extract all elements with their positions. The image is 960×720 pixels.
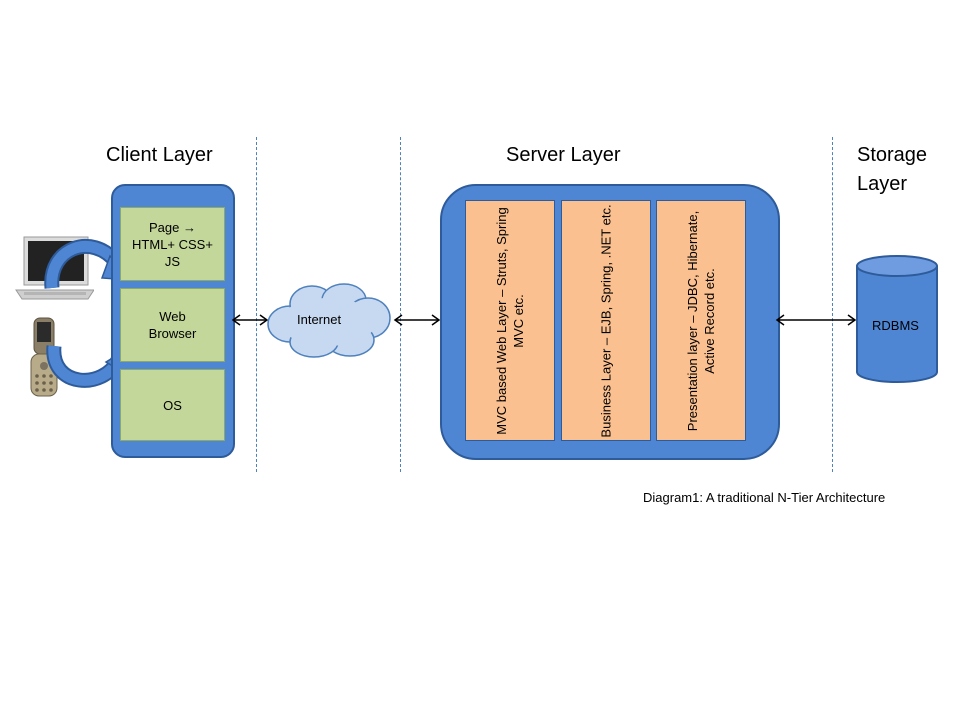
double-arrow-internet-server xyxy=(393,314,441,326)
rdbms-label: RDBMS xyxy=(872,318,919,333)
storage-layer-title: Storage Layer xyxy=(857,144,928,195)
page-box: Page → HTML+ CSS+ JS xyxy=(120,207,225,281)
web-browser-box: Web Browser xyxy=(120,288,225,362)
presentation-layer-label: Presentation layer – JDBC, Hibernate, Ac… xyxy=(685,210,717,431)
separator-client-network xyxy=(256,137,257,472)
web-layer-box: MVC based Web Layer – Struts, Spring MVC… xyxy=(465,200,555,441)
cloud-icon xyxy=(267,283,391,358)
mobile-phone-icon xyxy=(30,317,58,397)
diagram-caption: Diagram1: A traditional N-Tier Architect… xyxy=(643,490,886,505)
separator-server-storage xyxy=(832,137,833,472)
internet-label: Internet xyxy=(297,312,342,327)
business-layer-box: Business Layer – EJB, Spring, .NET etc. xyxy=(561,200,651,441)
os-box: OS xyxy=(120,369,225,441)
database-icon xyxy=(856,255,938,383)
os-label: OS xyxy=(163,397,182,413)
web-layer-label: MVC based Web Layer – Struts, Spring MVC… xyxy=(494,206,526,435)
page-label: Page → HTML+ CSS+ JS xyxy=(132,219,213,269)
double-arrow-client-internet xyxy=(231,314,269,326)
separator-network-server xyxy=(400,137,401,472)
client-layer-title: Client Layer xyxy=(106,144,213,166)
web-browser-label: Web Browser xyxy=(148,309,197,341)
business-layer-label: Business Layer – EJB, Spring, .NET etc. xyxy=(598,203,614,438)
server-layer-title: Server Layer xyxy=(506,144,621,166)
double-arrow-server-storage xyxy=(775,314,857,326)
presentation-layer-box: Presentation layer – JDBC, Hibernate, Ac… xyxy=(656,200,746,441)
